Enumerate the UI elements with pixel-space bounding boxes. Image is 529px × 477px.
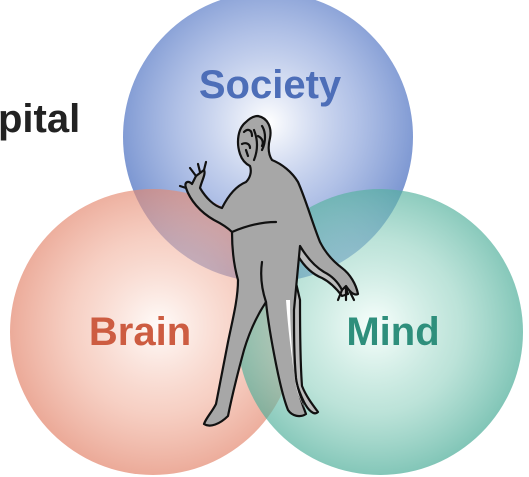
mind-label: Mind (346, 310, 439, 354)
human-figure-icon (178, 114, 360, 427)
society-label: Society (199, 63, 342, 107)
partial-heading: pital (0, 97, 80, 141)
brain-label: Brain (89, 310, 191, 354)
